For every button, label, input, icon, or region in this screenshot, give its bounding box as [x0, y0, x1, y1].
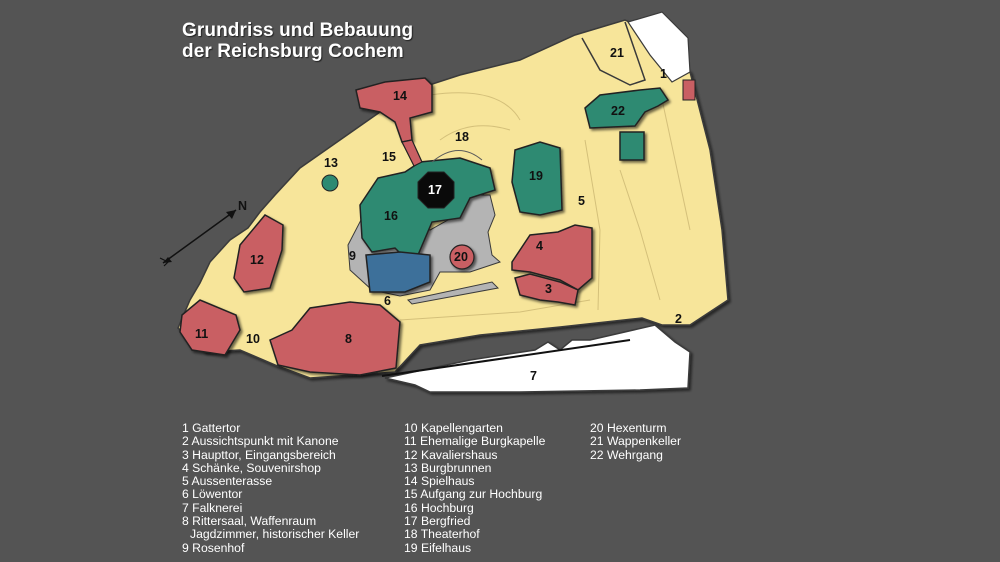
map-label-14: 14 — [393, 89, 407, 103]
legend-column-2: 10 Kapellengarten 11 Ehemalige Burgkapel… — [404, 421, 546, 555]
theaterhof-arc — [431, 150, 483, 163]
legend-item: 15 Aufgang zur Hochburg — [404, 487, 543, 502]
map-title-line-1: Grundriss und Bebauung — [182, 20, 414, 41]
legend-item: 3 Haupttor, Eingangsbereich — [182, 447, 336, 462]
burgbrunnen-marker — [321, 174, 339, 192]
map-label-4: 4 — [536, 239, 543, 253]
legend-column-1: 1 Gattertor 2 Aussichtspunkt mit Kanone … — [182, 421, 360, 555]
map-label-3: 3 — [545, 282, 552, 296]
legend-item: 14 Spielhaus — [404, 474, 475, 489]
map-label-16: 16 — [384, 209, 398, 223]
map-label-15: 15 — [382, 150, 396, 164]
building-4-schaenke — [511, 224, 593, 291]
compass-n-label: N — [238, 199, 247, 213]
map-label-18: 18 — [455, 130, 469, 144]
wappenkeller-outline — [581, 21, 646, 86]
legend-item: 13 Burgbrunnen — [404, 460, 492, 475]
map-label-1: 1 — [660, 67, 667, 81]
legend-item: 21 Wappenkeller — [590, 434, 682, 449]
legend-item: 12 Kavaliershaus — [404, 447, 498, 462]
building-12-kavaliershaus — [233, 214, 284, 293]
wehrgang-green-block — [619, 131, 645, 161]
building-19-eifelhaus — [511, 141, 563, 216]
terrace-gray-strip — [406, 281, 500, 305]
map-label-11: 11 — [195, 327, 208, 341]
falknerei-wall-line — [381, 339, 631, 377]
legend-item: 8 Rittersaal, Waffenraum — [182, 514, 317, 529]
compass-north-arrow-icon — [159, 209, 237, 267]
legend-item: 16 Hochburg — [404, 500, 474, 515]
map-label-19: 19 — [529, 169, 543, 183]
map-title-line-2: der Reichsburg Cochem — [182, 41, 404, 62]
building-14-spielhaus — [355, 77, 433, 143]
map-label-10: 10 — [246, 332, 260, 346]
legend-item: 17 Bergfried — [404, 514, 471, 529]
legend-item: 4 Schänke, Souvenirshop — [182, 460, 321, 475]
building-8-rittersaal — [269, 301, 401, 376]
map-label-17: 17 — [428, 183, 442, 197]
legend-item: 1 Gattertor — [182, 421, 241, 435]
map-label-8: 8 — [345, 332, 352, 346]
legend-item: 7 Falknerei — [182, 500, 243, 515]
map-label-22: 22 — [611, 104, 625, 118]
building-15-aufgang — [401, 139, 423, 167]
legend-item: 19 Eifelhaus — [404, 540, 472, 555]
map-label-21: 21 — [610, 46, 624, 60]
building-3-haupttor — [514, 273, 579, 306]
gattertor-red-block — [682, 79, 696, 101]
legend-item: 18 Theaterhof — [404, 527, 480, 542]
legend-item: 11 Ehemalige Burgkapelle — [404, 434, 546, 449]
building-11-burgkapelle — [179, 299, 241, 356]
blue-building — [365, 251, 431, 293]
map-label-12: 12 — [250, 253, 264, 267]
building-20-hexenturm — [449, 244, 475, 270]
map-label-6: 6 — [384, 294, 391, 308]
legend-item: 2 Aussichtspunkt mit Kanone — [182, 434, 339, 449]
legend-item: 20 Hexenturm — [590, 421, 667, 435]
map-label-7: 7 — [530, 369, 537, 383]
building-22-wehrgang — [584, 87, 670, 129]
map-label-2: 2 — [675, 312, 682, 326]
legend-column-3: 20 Hexenturm 21 Wappenkeller 22 Wehrgang — [590, 421, 682, 462]
building-17-bergfried — [417, 171, 455, 209]
legend-item: 6 Löwentor — [182, 487, 243, 502]
map-number-labels: 1 2 3 4 5 6 7 8 9 10 11 12 13 14 15 16 1… — [195, 46, 682, 383]
legend-item: Jagdzimmer, historischer Keller — [190, 527, 360, 542]
map-label-20: 20 — [454, 250, 468, 264]
legend-item: 5 Aussenterasse — [182, 474, 273, 489]
legend-item: 22 Wehrgang — [590, 447, 663, 462]
courtyard-wall-lines — [399, 89, 691, 321]
gattertor-white-area — [627, 11, 691, 83]
legend-item: 9 Rosenhof — [182, 540, 245, 555]
map-label-5: 5 — [578, 194, 585, 208]
map-label-9: 9 — [349, 249, 356, 263]
legend-item: 10 Kapellengarten — [404, 421, 503, 435]
map-label-13: 13 — [324, 156, 338, 170]
